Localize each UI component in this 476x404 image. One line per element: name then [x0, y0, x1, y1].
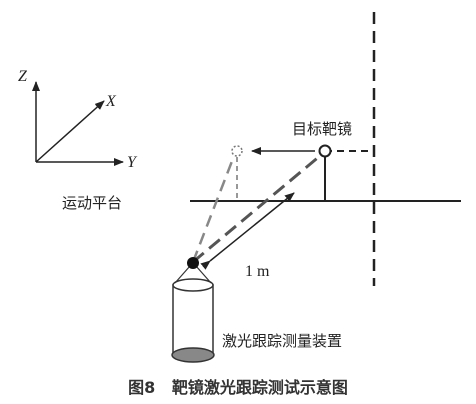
tracker-head-right-support [195, 265, 212, 284]
platform-label: 运动平台 [62, 194, 122, 212]
laser-tracker-device [171, 257, 215, 363]
target-previous-position [231, 145, 243, 157]
distance-arrow [200, 192, 295, 270]
figure-caption: 图8 靶镜激光跟踪测试示意图 [128, 378, 348, 397]
target-mirror [318, 144, 332, 158]
z-axis-label: Z [18, 68, 28, 85]
distance-label: 1 m [245, 263, 270, 280]
tracker-head [187, 257, 199, 269]
laser-beam-to-target [192, 153, 322, 264]
target-label: 目标靶镜 [292, 120, 352, 138]
tracker-head-left-support [174, 265, 191, 284]
tracker-body [172, 284, 214, 356]
x-axis [35, 100, 105, 163]
coordinate-system: Z X Y [18, 68, 138, 171]
tracker-top [172, 278, 214, 292]
y-axis-label: Y [127, 154, 138, 171]
tracker-label: 激光跟踪测量装置 [222, 332, 342, 350]
x-axis-label: X [105, 93, 117, 110]
tracker-base [171, 347, 215, 363]
